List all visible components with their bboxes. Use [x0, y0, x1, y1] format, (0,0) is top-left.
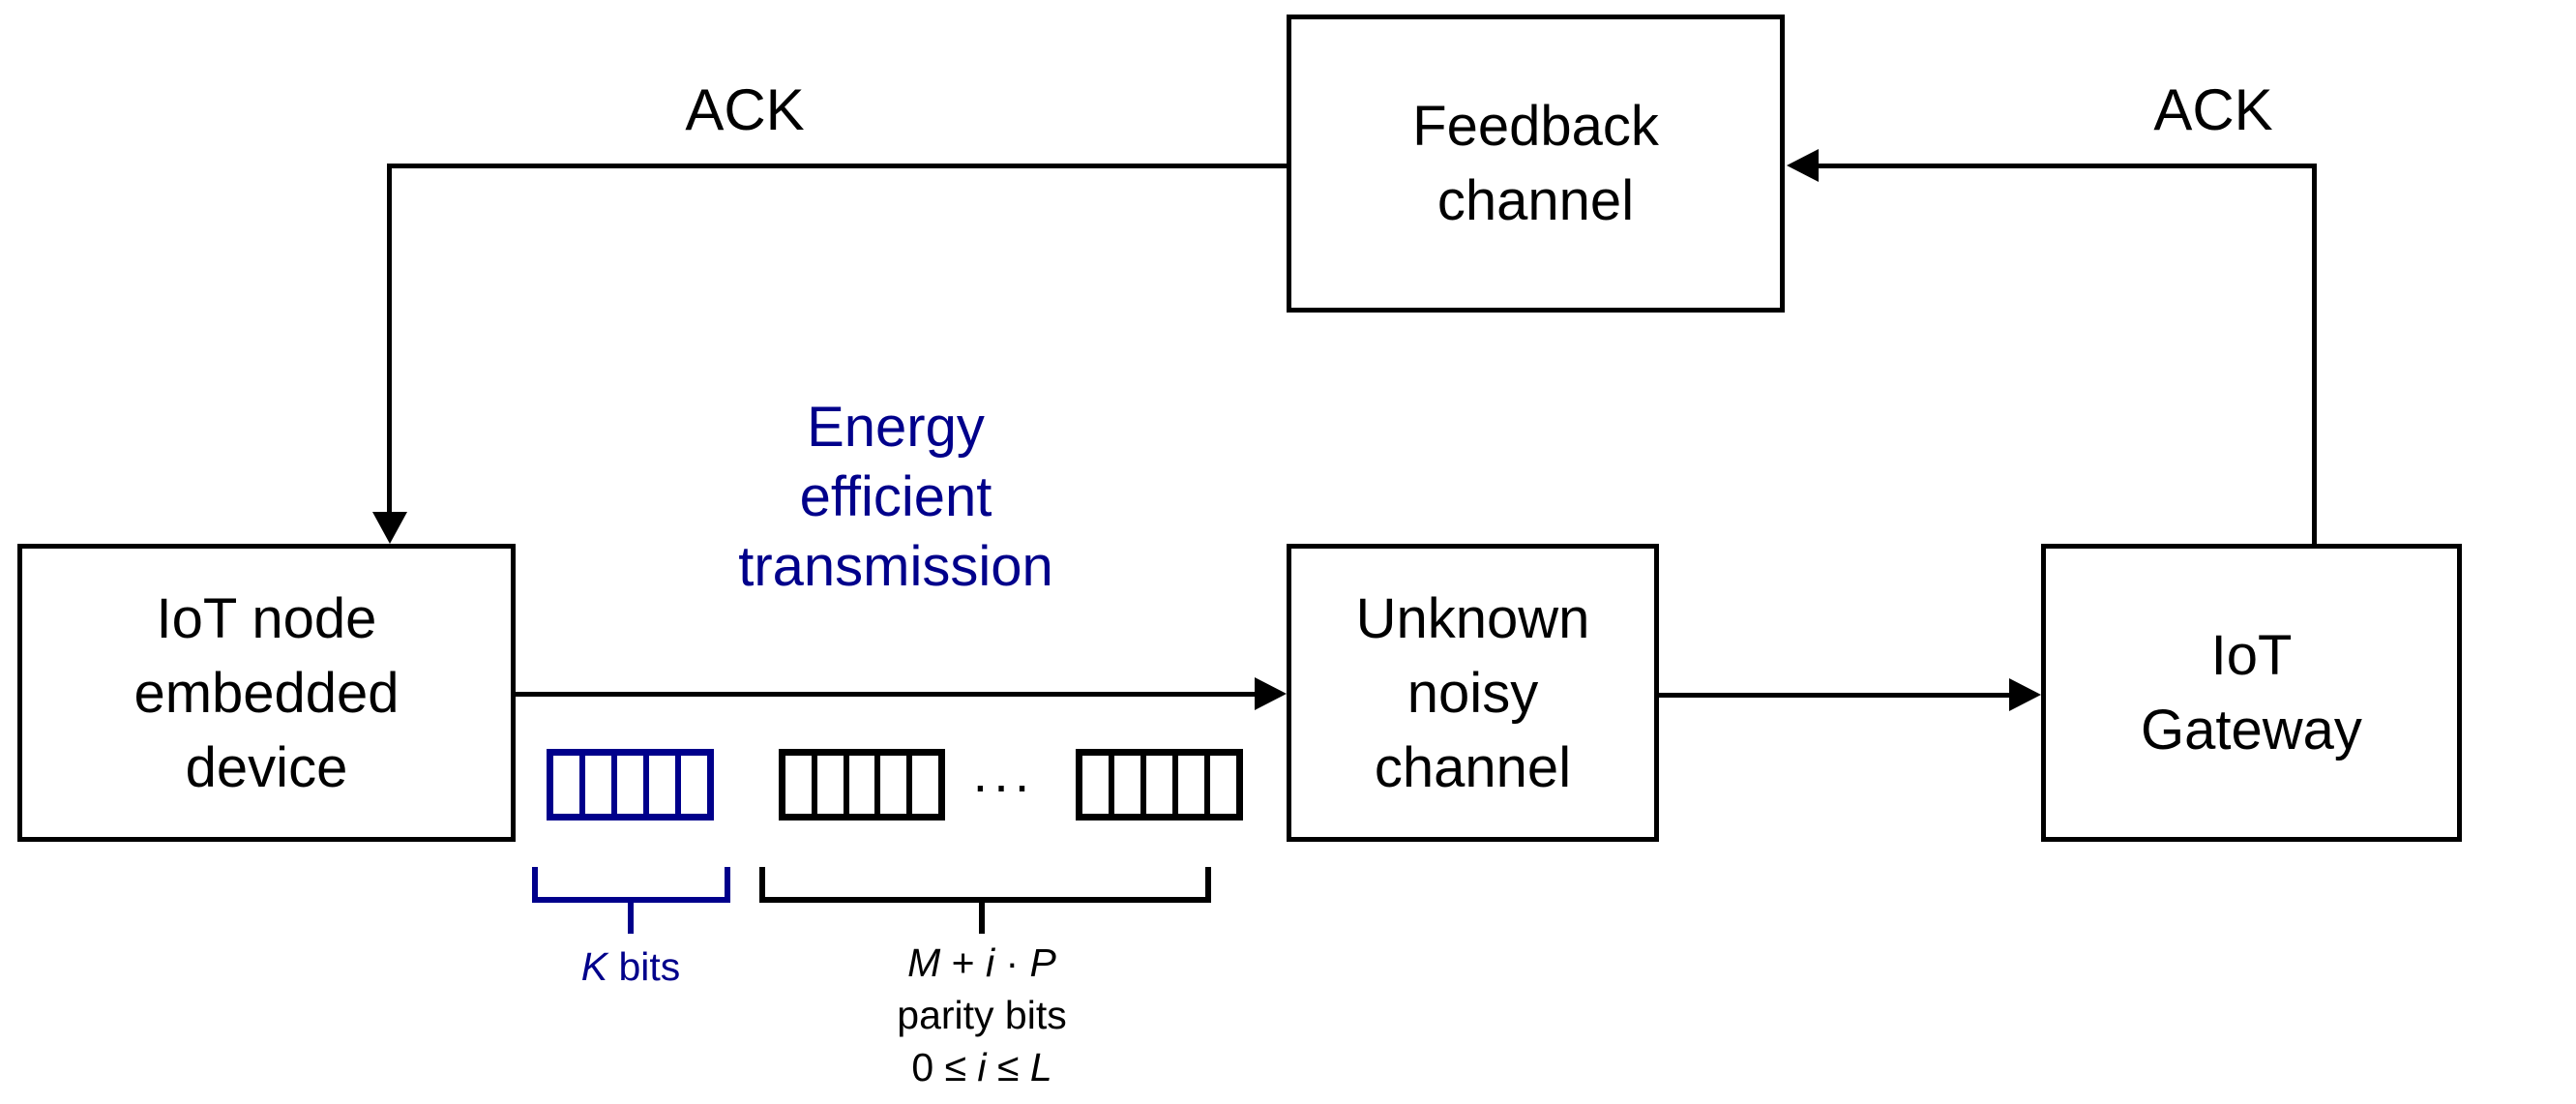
parity-brace-left-tick — [759, 867, 765, 903]
parity-brace-right-tick — [1205, 867, 1211, 903]
ack-label-right: ACK — [2153, 77, 2273, 142]
bit-cell — [1109, 756, 1140, 814]
noisy-channel-box: Unknown noisy channel — [1287, 544, 1659, 842]
ack-line-gateway-to-feedback-horizontal — [1817, 164, 2317, 168]
i-variable: i — [977, 1045, 987, 1089]
range-mid: ≤ — [986, 1045, 1030, 1089]
arrowhead-left-icon — [1787, 149, 1819, 182]
parity-bits-label-group: M + i · P parity bits 0 ≤ i ≤ L — [897, 937, 1066, 1093]
iot-node-label-line3: device — [185, 735, 348, 799]
ack-line-gateway-to-feedback-vertical — [2312, 164, 2317, 547]
iot-node-box: IoT node embedded device — [17, 544, 516, 842]
noisy-channel-label-line1: Unknown noisy — [1355, 586, 1590, 725]
energy-label-line1: Energy — [807, 396, 985, 459]
ack-label-left: ACK — [685, 77, 805, 142]
parity-brace-bar — [759, 897, 1211, 903]
bit-cell — [874, 756, 906, 814]
k-variable: K — [580, 944, 608, 989]
energy-label-line3: transmission — [738, 535, 1053, 598]
feedback-channel-box: Feedback channel — [1287, 15, 1785, 313]
arrowhead-down-icon — [372, 512, 407, 544]
bit-cell — [675, 756, 707, 814]
feedback-channel-label-line2: channel — [1436, 169, 1635, 232]
parity-bits-block-last — [1076, 749, 1243, 821]
bit-cell — [1204, 756, 1236, 814]
parity-brace-stem — [979, 900, 985, 934]
k-bits-brace-stem — [628, 900, 634, 934]
p-variable: P — [1029, 940, 1056, 985]
bit-cell — [643, 756, 675, 814]
noisy-channel-label-line2: channel — [1374, 735, 1572, 799]
ellipsis-between-blocks: ... — [972, 742, 1036, 803]
k-bits-label: K bits — [581, 940, 681, 993]
bit-cell — [1082, 756, 1109, 814]
information-bits-block — [547, 749, 714, 821]
arrowhead-right-icon — [1255, 677, 1287, 710]
bit-cell — [785, 756, 812, 814]
parity-bits-text: parity bits — [897, 993, 1067, 1037]
ack-line-feedback-to-node-vertical — [387, 164, 392, 516]
iot-node-label-line1: IoT node — [156, 586, 377, 650]
feedback-channel-label-line1: Feedback — [1412, 95, 1659, 158]
i-variable: i — [985, 940, 995, 985]
iot-node-label-line2: embedded — [133, 661, 400, 725]
ack-line-feedback-to-node-horizontal — [387, 164, 1287, 168]
bit-cell — [553, 756, 579, 814]
bit-cell — [1172, 756, 1204, 814]
parity-range: 0 ≤ i ≤ L — [897, 1041, 1066, 1093]
k-bits-brace-right-tick — [725, 867, 730, 903]
energy-label-line2: efficient — [799, 465, 992, 528]
arrowhead-right-icon — [2009, 678, 2041, 711]
bit-cell — [811, 756, 844, 814]
iot-gateway-box: IoT Gateway — [2041, 544, 2462, 842]
bit-cell — [906, 756, 938, 814]
k-bits-brace-left-tick — [532, 867, 538, 903]
energy-efficient-transmission-label: Energy efficient transmission — [738, 393, 1053, 602]
bit-cell — [843, 756, 875, 814]
k-bits-word: bits — [607, 944, 681, 989]
iot-gateway-label-line1: IoT — [2210, 624, 2293, 687]
plus-operator: + — [940, 940, 986, 985]
bit-cell — [611, 756, 643, 814]
bit-cell — [579, 756, 611, 814]
m-variable: M — [907, 940, 941, 985]
range-prefix: 0 ≤ — [911, 1045, 978, 1089]
parity-formula: M + i · P — [897, 937, 1066, 989]
dot-operator: · — [994, 940, 1030, 985]
bit-cell — [1140, 756, 1172, 814]
iot-gateway-label-line2: Gateway — [2141, 699, 2362, 761]
data-line-channel-to-gateway — [1659, 693, 2012, 698]
l-variable: L — [1029, 1045, 1052, 1089]
parity-bits-block-first — [779, 749, 945, 821]
data-line-node-to-channel — [516, 692, 1258, 697]
